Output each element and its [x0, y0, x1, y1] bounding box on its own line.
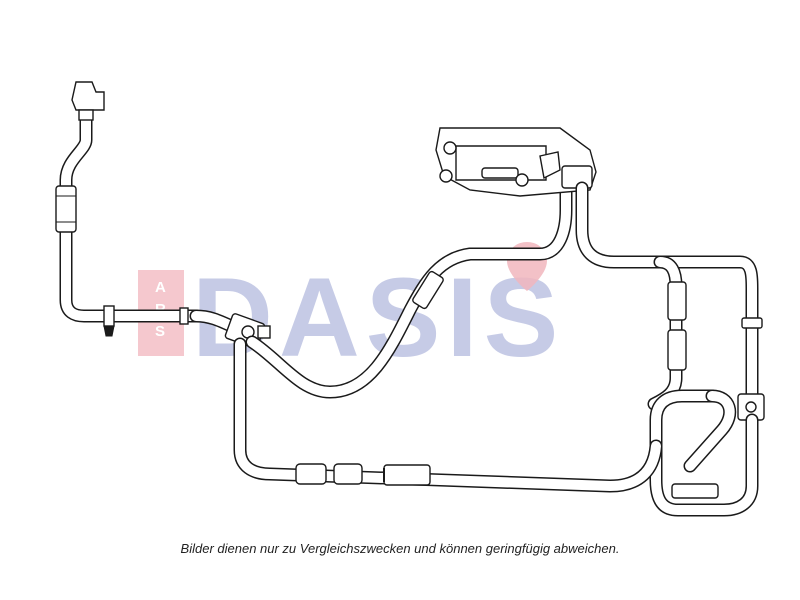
hose-left-clip — [103, 305, 189, 337]
hose-center-rising — [245, 181, 573, 399]
watermark-ars-letter: A — [155, 279, 166, 296]
compressor-manifold — [435, 127, 597, 197]
disclaimer-caption: Bilder dienen nur zu Vergleichszwecken u… — [180, 541, 620, 556]
hose-left-top-fitting — [71, 81, 105, 121]
hose-right-upper — [575, 181, 759, 427]
hose-left-sleeve — [55, 185, 77, 233]
hose-bottom-long — [233, 337, 663, 493]
watermark-ars-letter: S — [155, 323, 165, 340]
hose-bottom-sleeves — [295, 463, 431, 486]
hose-right-loop — [649, 389, 759, 517]
hose-left-vertical — [59, 103, 203, 323]
